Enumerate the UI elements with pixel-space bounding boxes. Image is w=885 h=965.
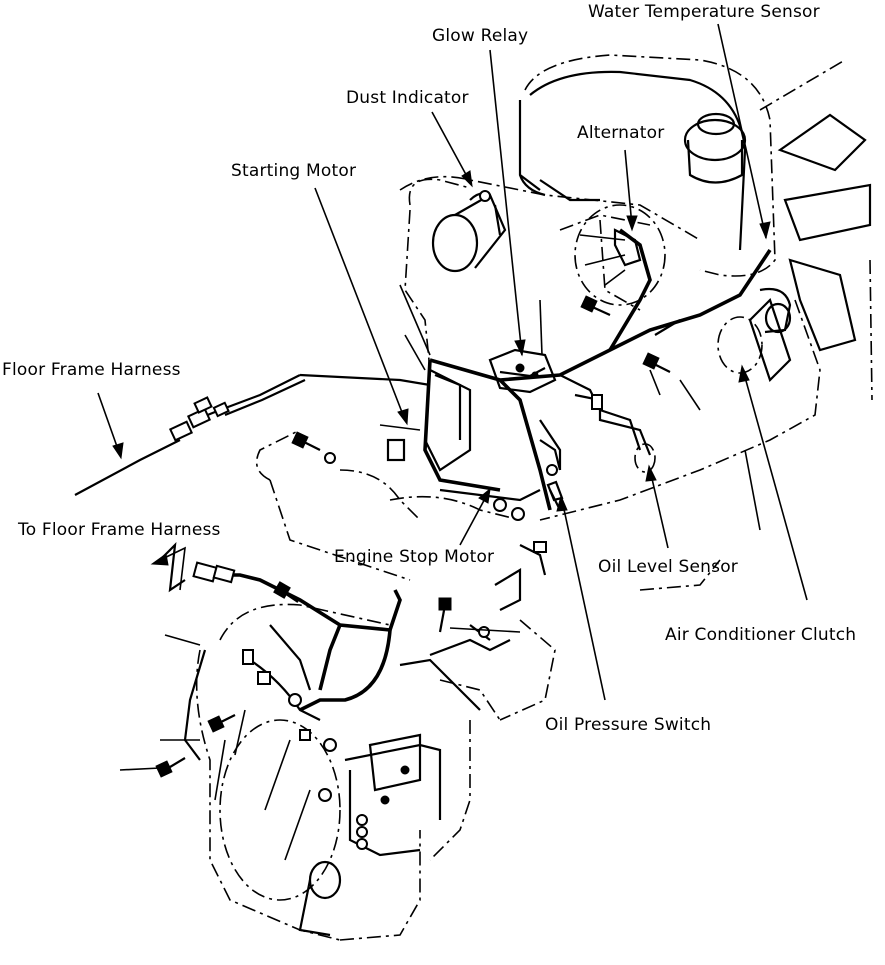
leader-lines — [97, 23, 808, 701]
label-engine-stop-motor: Engine Stop Motor — [334, 547, 495, 567]
label-air-conditioner-clutch: Air Conditioner Clutch — [665, 625, 857, 645]
label-oil-level-sensor: Oil Level Sensor — [598, 557, 738, 577]
cooling-fan — [748, 59, 873, 401]
label-to-floor-frame-harness: To Floor Frame Harness — [18, 520, 221, 540]
transmission-housing — [195, 603, 501, 941]
glow-relay-block — [488, 348, 557, 394]
label-glow-relay: Glow Relay — [432, 26, 529, 46]
oil-sensors — [539, 393, 656, 511]
air-conditioner-clutch-body — [717, 287, 792, 374]
label-floor-frame-harness: Floor Frame Harness — [2, 360, 181, 380]
air-cleaner — [408, 178, 507, 273]
starting-motor-bracket — [379, 284, 541, 502]
label-starting-motor: Starting Motor — [231, 161, 357, 181]
label-water-temperature-sensor: Water Temperature Sensor — [588, 2, 820, 22]
radiator-tank — [518, 54, 776, 277]
bolts-middle — [291, 295, 701, 521]
label-oil-pressure-switch: Oil Pressure Switch — [545, 715, 712, 735]
label-dust-indicator: Dust Indicator — [346, 88, 469, 108]
label-alternator: Alternator — [577, 123, 665, 143]
main-harness-upper — [423, 228, 772, 511]
bolts-lower — [119, 541, 547, 861]
floor-frame-harness — [74, 373, 431, 496]
